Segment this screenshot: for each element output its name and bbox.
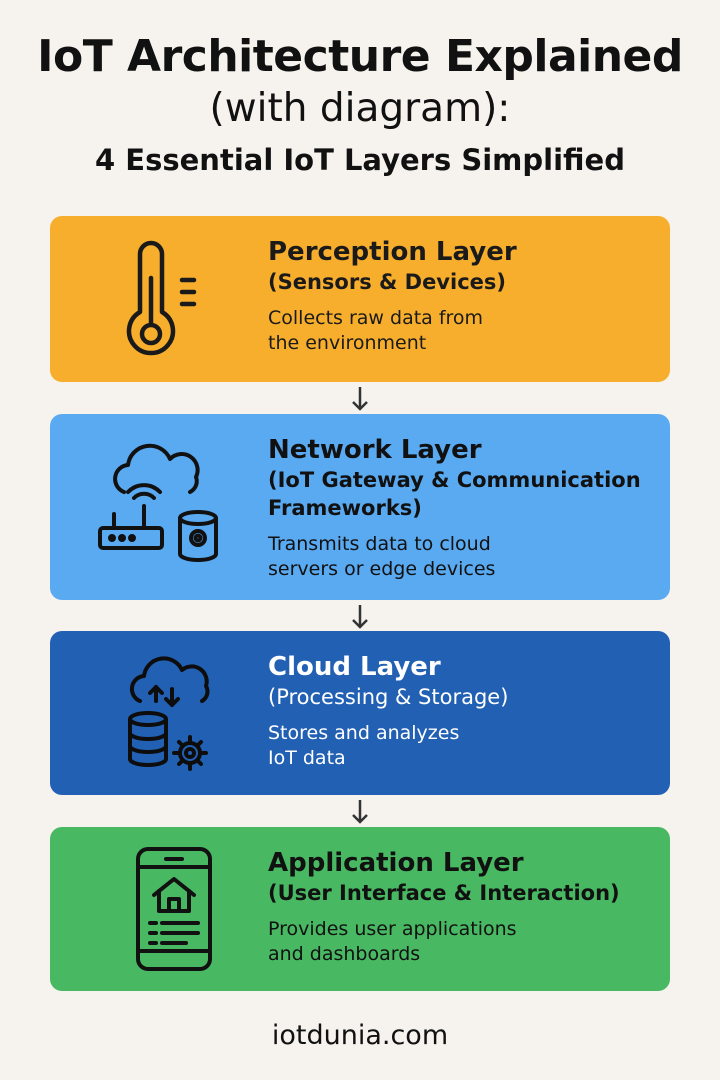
layer-subtitle: (Sensors & Devices) bbox=[268, 270, 506, 294]
cloud-storage-gear-icon bbox=[122, 645, 222, 775]
layer-application-text: Application Layer (User Interface & Inte… bbox=[268, 847, 656, 967]
layer-description: Provides user applications and dashboard… bbox=[268, 918, 517, 965]
layer-description: Collects raw data from the environment bbox=[268, 307, 484, 354]
layer-name: Perception Layer bbox=[268, 237, 517, 267]
layer-name: Application Layer bbox=[268, 848, 524, 878]
layer-network: Network Layer (IoT Gateway & Communicati… bbox=[50, 414, 670, 600]
layer-network-text: Network Layer (IoT Gateway & Communicati… bbox=[268, 434, 656, 582]
layer-perception-text: Perception Layer (Sensors & Devices) Col… bbox=[268, 236, 656, 356]
layer-description: Stores and analyzes IoT data bbox=[268, 722, 460, 769]
footer-site-name: iotdunia.com bbox=[271, 1020, 449, 1051]
layer-description: Transmits data to cloud servers or edge … bbox=[268, 533, 496, 580]
cloud-router-database-icon bbox=[94, 440, 224, 570]
down-arrow-icon bbox=[352, 605, 368, 629]
layer-subtitle: (IoT Gateway & Communication Frameworks) bbox=[268, 468, 641, 520]
layer-cloud: Cloud Layer (Processing & Storage) Store… bbox=[50, 631, 670, 795]
layer-application: Application Layer (User Interface & Inte… bbox=[50, 827, 670, 991]
smartphone-home-icon bbox=[134, 845, 214, 973]
title-tagline: 4 Essential IoT Layers Simplified bbox=[95, 143, 625, 177]
layer-name: Network Layer bbox=[268, 435, 482, 465]
title-subtitle: (with diagram): bbox=[209, 86, 511, 131]
thermometer-icon bbox=[90, 238, 210, 362]
layer-subtitle: (User Interface & Interaction) bbox=[268, 881, 620, 905]
page-title: IoT Architecture Explained (with diagram… bbox=[0, 30, 720, 180]
title-main: IoT Architecture Explained bbox=[37, 31, 683, 82]
down-arrow-icon bbox=[352, 387, 368, 411]
layer-subtitle: (Processing & Storage) bbox=[268, 685, 509, 709]
layer-cloud-text: Cloud Layer (Processing & Storage) Store… bbox=[268, 651, 656, 771]
layer-perception: Perception Layer (Sensors & Devices) Col… bbox=[50, 216, 670, 382]
down-arrow-icon bbox=[352, 800, 368, 824]
layer-name: Cloud Layer bbox=[268, 652, 441, 682]
